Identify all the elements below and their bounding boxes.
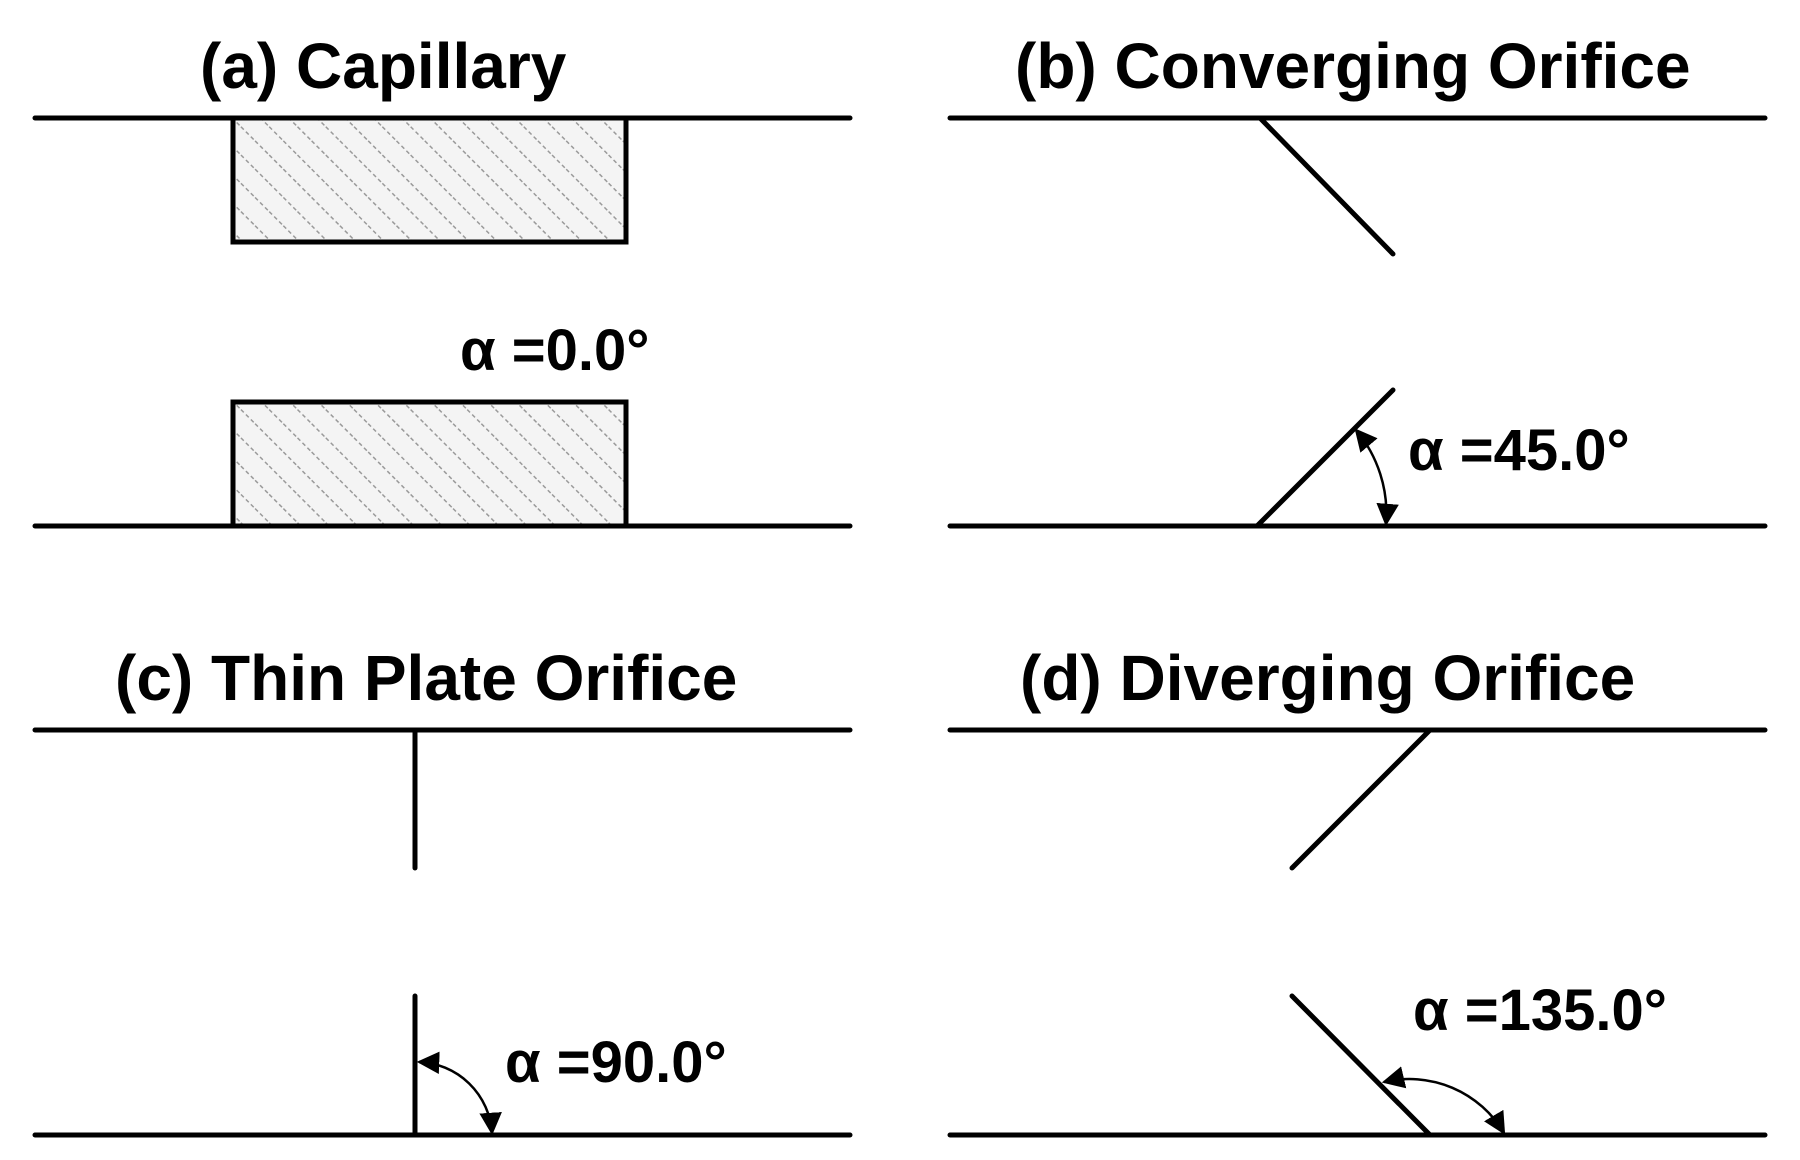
panel-diverging-orifice: (d) Diverging Orifice α =135.0° bbox=[947, 642, 1768, 1138]
lower-capillary-block bbox=[230, 399, 629, 529]
angle-label: α =0.0° bbox=[460, 318, 649, 383]
upper-converging-plate bbox=[1257, 115, 1396, 257]
panel-title: (b) Converging Orifice bbox=[1015, 30, 1691, 102]
lower-diverging-plate bbox=[1289, 993, 1433, 1138]
panel-title: (a) Capillary bbox=[200, 30, 567, 102]
upper-capillary-block bbox=[230, 115, 629, 245]
panel-thin-plate-orifice: (c) Thin Plate Orifice α =90.0° bbox=[32, 642, 853, 1138]
angle-label: α =135.0° bbox=[1413, 978, 1667, 1043]
panel-title: (d) Diverging Orifice bbox=[1020, 642, 1635, 714]
lower-converging-plate bbox=[1254, 387, 1396, 529]
angle-label: α =90.0° bbox=[505, 1030, 727, 1095]
panel-capillary: (a) Capillary α =0.0° bbox=[32, 30, 853, 529]
panel-converging-orifice: (b) Converging Orifice α =45.0° bbox=[947, 30, 1768, 529]
upper-diverging-plate bbox=[1289, 727, 1433, 871]
panel-title: (c) Thin Plate Orifice bbox=[115, 642, 737, 714]
angle-arc bbox=[416, 1051, 502, 1136]
angle-arc bbox=[1354, 428, 1399, 527]
angle-arc bbox=[1381, 1066, 1506, 1135]
angle-label: α =45.0° bbox=[1408, 418, 1630, 483]
